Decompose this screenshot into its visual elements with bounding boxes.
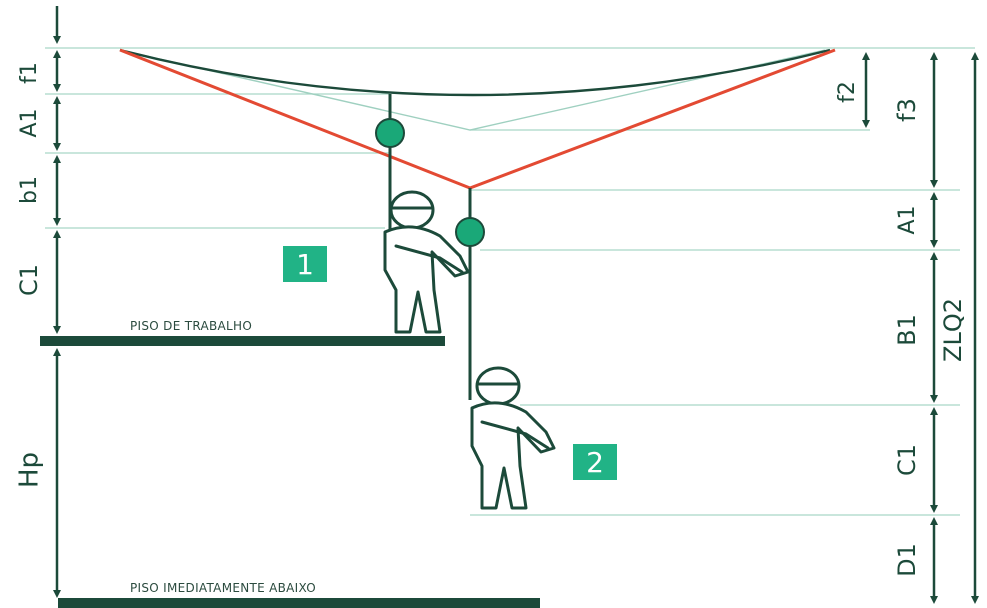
right-labels: f2 f3 A1 B1 C1 D1 ZLQ2 — [835, 81, 967, 577]
lifeline-sag-lines — [119, 49, 826, 131]
work-floor-label: PISO DE TRABALHO — [130, 319, 252, 333]
label-a1-right: A1 — [895, 205, 920, 234]
work-floor — [40, 336, 445, 346]
badge-1 — [283, 246, 327, 282]
worker-1-icon — [383, 190, 470, 334]
lower-floor — [58, 598, 540, 608]
label-c1-left: C1 — [15, 264, 43, 296]
worker-2-icon — [470, 366, 556, 510]
lower-floor-label: PISO IMEDIATAMENTE ABAIXO — [130, 581, 316, 595]
label-zlq2: ZLQ2 — [939, 298, 967, 362]
left-labels: f1 A1 b1 C1 Hp — [15, 62, 45, 488]
badge-2 — [573, 444, 617, 480]
right-dimension-arrows — [862, 52, 979, 604]
lifeline-curve — [119, 48, 831, 97]
badge-1-label: 1 — [296, 248, 314, 281]
label-d1: D1 — [893, 543, 921, 577]
label-c1-right: C1 — [893, 444, 921, 476]
label-b1-left: b1 — [17, 176, 42, 204]
badge-2-label: 2 — [586, 446, 604, 479]
lifeline-f2-line — [119, 49, 826, 131]
deflection-lines — [119, 48, 836, 190]
connector-1-icon — [375, 118, 405, 148]
label-a1-left: A1 — [17, 108, 42, 137]
label-b1-right: B1 — [893, 314, 921, 346]
label-f1: f1 — [17, 62, 42, 84]
label-hp: Hp — [15, 452, 45, 488]
label-f2: f2 — [835, 81, 860, 103]
label-f3: f3 — [893, 98, 921, 122]
reference-lines — [45, 47, 975, 516]
connector-2-icon — [455, 217, 485, 247]
